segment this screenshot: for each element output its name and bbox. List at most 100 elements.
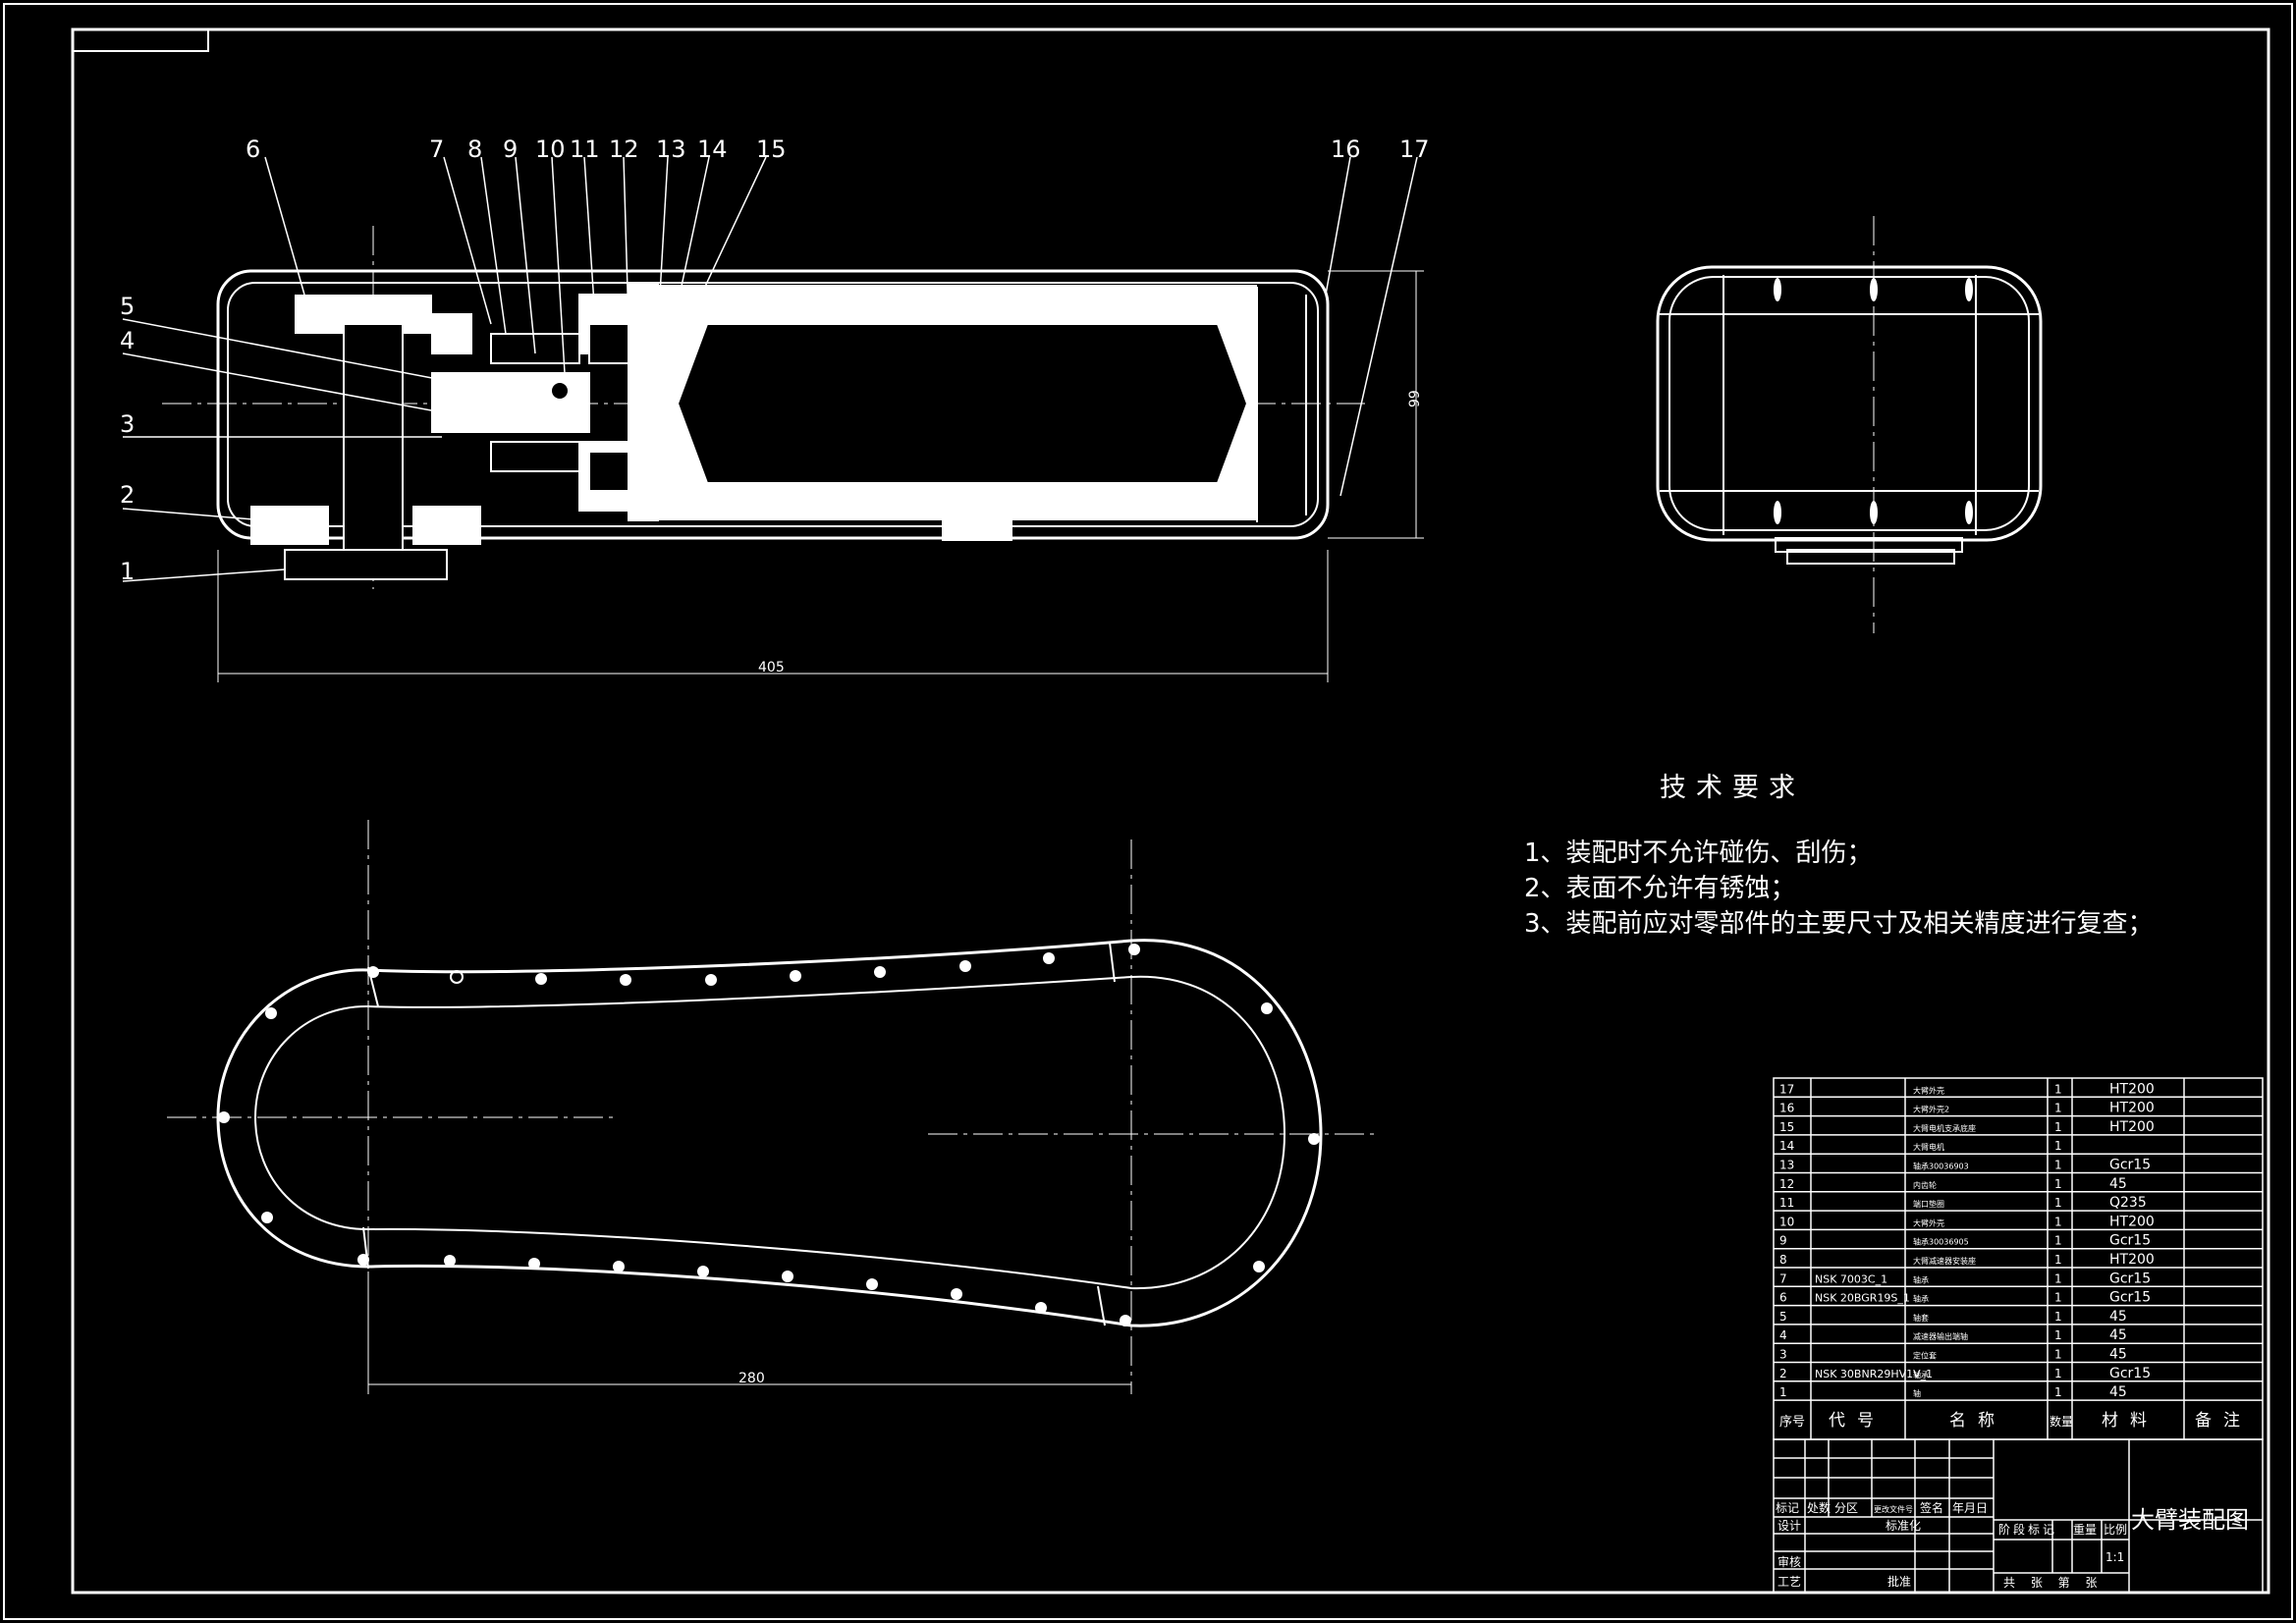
corner-tag-box bbox=[72, 28, 209, 52]
sheet-count: 共 张 第 张 bbox=[2003, 1576, 2103, 1590]
bom-cell: 11 bbox=[1779, 1196, 1794, 1210]
section-view bbox=[122, 156, 1424, 682]
bom-cell: 3 bbox=[1779, 1348, 1787, 1362]
role-process: 工艺 bbox=[1777, 1575, 1801, 1589]
bom-cell: 1 bbox=[2054, 1348, 2062, 1362]
bom-cell: 6 bbox=[1779, 1291, 1787, 1305]
balloon-13: 13 bbox=[656, 135, 686, 163]
bom-header: 序号 代号 名称 数量 材料 备注 bbox=[1779, 1411, 2252, 1431]
bom-cell: 大臂外壳2 bbox=[1913, 1105, 1949, 1114]
dimension-99: 99 bbox=[1407, 390, 1423, 407]
scale-value: 1:1 bbox=[2105, 1550, 2124, 1564]
stage-weight: 重量 bbox=[2073, 1523, 2097, 1537]
bom-cell: 5 bbox=[1779, 1310, 1787, 1324]
balloon-11: 11 bbox=[570, 135, 600, 163]
rev-doc: 更改文件号 bbox=[1874, 1504, 1913, 1514]
bom-cell: 17 bbox=[1779, 1082, 1794, 1096]
bom-table bbox=[1773, 1077, 2264, 1440]
bom-cell: 8 bbox=[1779, 1253, 1787, 1267]
bom-cell: 1 bbox=[1779, 1385, 1787, 1399]
balloon-5: 5 bbox=[120, 293, 135, 320]
bom-cell: 轴承 bbox=[1913, 1274, 1929, 1284]
balloon-12: 12 bbox=[609, 135, 639, 163]
bom-cell: 1 bbox=[2054, 1310, 2062, 1324]
bom-cell: 1 bbox=[2054, 1271, 2062, 1285]
bom-cell: 13 bbox=[1779, 1159, 1794, 1172]
bom-cell: 14 bbox=[1779, 1139, 1794, 1153]
title-block bbox=[1773, 1438, 2264, 1594]
balloon-7: 7 bbox=[429, 135, 444, 163]
stage-scale: 比例 bbox=[2104, 1523, 2127, 1537]
bom-cell: 大臂外壳 bbox=[1913, 1085, 1944, 1095]
balloon-15: 15 bbox=[756, 135, 787, 163]
bom-cell: 轴承30036903 bbox=[1913, 1162, 1969, 1171]
side-view bbox=[1656, 216, 2043, 633]
bom-cell: HT200 bbox=[2109, 1101, 2155, 1116]
profile-view bbox=[167, 820, 1380, 1394]
bom-cell: 轴承 bbox=[1913, 1370, 1929, 1380]
bom-header-remark: 备注 bbox=[2195, 1411, 2252, 1431]
bom-cell: 2 bbox=[1779, 1367, 1787, 1380]
bom-header-no: 序号 bbox=[1779, 1415, 1805, 1430]
bom-cell: 定位套 bbox=[1913, 1351, 1937, 1361]
tech-requirement-1: 1、装配时不允许碰伤、刮伤； bbox=[1524, 839, 1873, 868]
balloon-8: 8 bbox=[467, 135, 482, 163]
bom-cell: 16 bbox=[1779, 1102, 1794, 1115]
rev-date: 年月日 bbox=[1952, 1501, 1988, 1515]
bom-cell: 7 bbox=[1779, 1271, 1787, 1285]
balloon-3: 3 bbox=[120, 410, 135, 438]
rev-zone: 分区 bbox=[1834, 1501, 1858, 1515]
bom-header-material: 材料 bbox=[2102, 1411, 2159, 1431]
bom-cell: 12 bbox=[1779, 1177, 1794, 1191]
bom-cell: 1 bbox=[2054, 1253, 2062, 1267]
bom-cell: 轴承30036905 bbox=[1913, 1237, 1969, 1247]
bom-cell: 1 bbox=[2054, 1139, 2062, 1153]
role-approve: 批准 bbox=[1887, 1574, 1911, 1589]
bom-cell: 45 bbox=[2109, 1347, 2127, 1363]
title-block-text: 标记 处数 分区 更改文件号 签名 年月日 设计 审核 工艺 标准化 批准 阶段… bbox=[1776, 1500, 2249, 1590]
bom-cell: 1 bbox=[2054, 1159, 2062, 1172]
bom-cell: Gcr15 bbox=[2109, 1271, 2151, 1286]
bom-cell: NSK 20BGR19S_1 bbox=[1815, 1292, 1910, 1305]
bom-cell: Gcr15 bbox=[2109, 1366, 2151, 1381]
bom-cell: HT200 bbox=[2109, 1081, 2155, 1097]
dimension-405: 405 bbox=[758, 660, 785, 676]
rev-mark: 标记 bbox=[1776, 1501, 1799, 1515]
bom-cell: NSK 7003C_1 bbox=[1815, 1272, 1887, 1285]
bom-cell: Gcr15 bbox=[2109, 1158, 2151, 1173]
balloon-9: 9 bbox=[503, 135, 518, 163]
role-review: 审核 bbox=[1777, 1554, 1801, 1569]
bom-cell: 轴承 bbox=[1913, 1294, 1929, 1304]
bom-cell: 1 bbox=[2054, 1177, 2062, 1191]
tech-requirements-title: 技术要求 bbox=[1660, 773, 1805, 803]
bom-cell: 1 bbox=[2054, 1120, 2062, 1134]
balloon-14: 14 bbox=[697, 135, 728, 163]
bom-cell: 1 bbox=[2054, 1102, 2062, 1115]
bom-cell: 减速器输出端轴 bbox=[1913, 1331, 1968, 1341]
dimension-280: 280 bbox=[738, 1371, 765, 1386]
bom-header-code: 代号 bbox=[1829, 1411, 1886, 1431]
bom-cell: 1 bbox=[2054, 1367, 2062, 1380]
balloon-2: 2 bbox=[120, 481, 135, 509]
bom-cell: 45 bbox=[2109, 1327, 2127, 1343]
bom-cell: 45 bbox=[2109, 1384, 2127, 1400]
bom-cell: 15 bbox=[1779, 1120, 1794, 1134]
bom-cell: 45 bbox=[2109, 1176, 2127, 1192]
bom-cell: 1 bbox=[2054, 1291, 2062, 1305]
bom-cell: 内齿轮 bbox=[1913, 1180, 1937, 1190]
bom-cell: 端口垫圈 bbox=[1913, 1199, 1944, 1209]
bom-cell: 1 bbox=[2054, 1385, 2062, 1399]
drawing-title: 大臂装配图 bbox=[2131, 1506, 2249, 1534]
bom-cell: 轴 bbox=[1913, 1388, 1921, 1398]
bom-cell: 10 bbox=[1779, 1215, 1794, 1228]
bom-cell: 大臂电机支承底座 bbox=[1913, 1123, 1976, 1133]
bom-cell: Gcr15 bbox=[2109, 1290, 2151, 1306]
balloon-1: 1 bbox=[120, 558, 135, 585]
bom-cell: 4 bbox=[1779, 1328, 1787, 1342]
balloon-16: 16 bbox=[1331, 135, 1361, 163]
bom-cell: 大臂外壳 bbox=[1913, 1217, 1944, 1227]
rev-sign: 签名 bbox=[1920, 1500, 1943, 1515]
balloon-10: 10 bbox=[535, 135, 566, 163]
role-design: 设计 bbox=[1777, 1519, 1801, 1533]
bom-cell: NSK 30BNR29HV1V_1 bbox=[1815, 1368, 1933, 1380]
